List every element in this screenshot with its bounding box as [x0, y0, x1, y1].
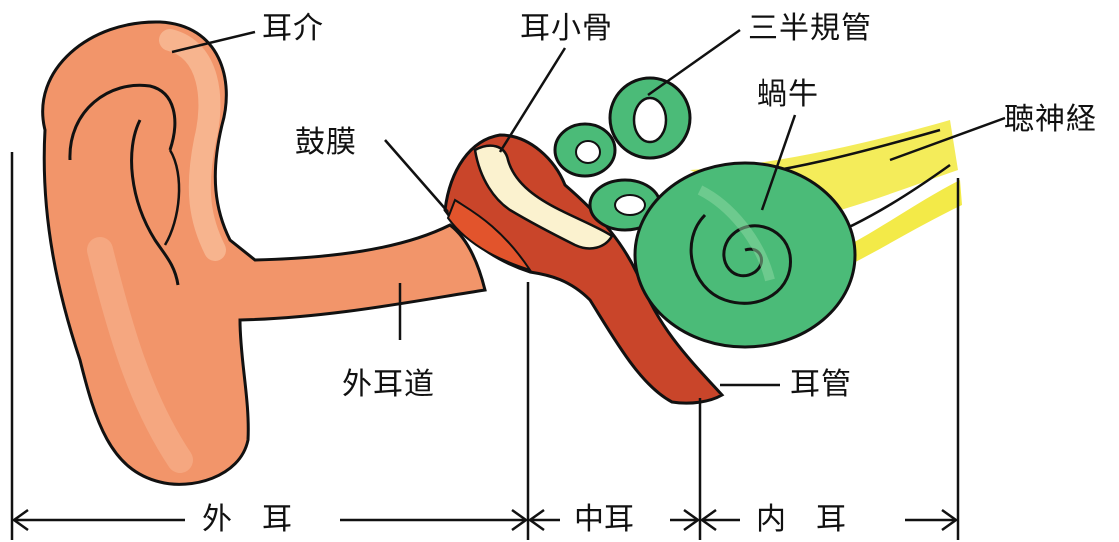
label-eustachian-tube: 耳管 [790, 367, 852, 402]
leader-nerve [889, 116, 1006, 162]
arrowhead-outer-right [511, 508, 529, 532]
arrowhead-outer-left [11, 508, 29, 532]
leader-semicircular [647, 28, 741, 97]
label-eardrum: 鼓膜 [295, 125, 357, 160]
arrowhead-inner-left [699, 508, 717, 532]
leader-eardrum [384, 139, 449, 213]
label-semicircular-canals: 三半規管 [748, 11, 872, 46]
label-auditory-nerve: 聴神経 [1004, 102, 1097, 137]
section-inner-ear: 内 耳 [750, 505, 852, 535]
label-cochlea: 蝸牛 [757, 77, 819, 112]
section-dividers [10, 152, 960, 540]
inner-ear-shape [553, 76, 857, 349]
leader-pinna [171, 30, 256, 54]
middle-ear-shape [443, 133, 725, 405]
leader-cochlea [760, 114, 797, 211]
section-arrows [11, 508, 959, 532]
arrowhead-middle-right [683, 508, 701, 532]
label-ossicles: 耳小骨 [520, 11, 613, 46]
leader-ossicles [498, 47, 567, 153]
section-outer-ear: 外 耳 [196, 505, 298, 535]
label-ear-canal: 外耳道 [342, 367, 435, 402]
leader-lines [171, 28, 1006, 387]
arrowhead-inner-right [941, 508, 959, 532]
section-middle-ear: 中耳 [568, 505, 640, 535]
pinna-shape [41, 20, 487, 486]
label-pinna: 耳介 [262, 11, 324, 46]
arrowhead-middle-left [527, 508, 545, 532]
